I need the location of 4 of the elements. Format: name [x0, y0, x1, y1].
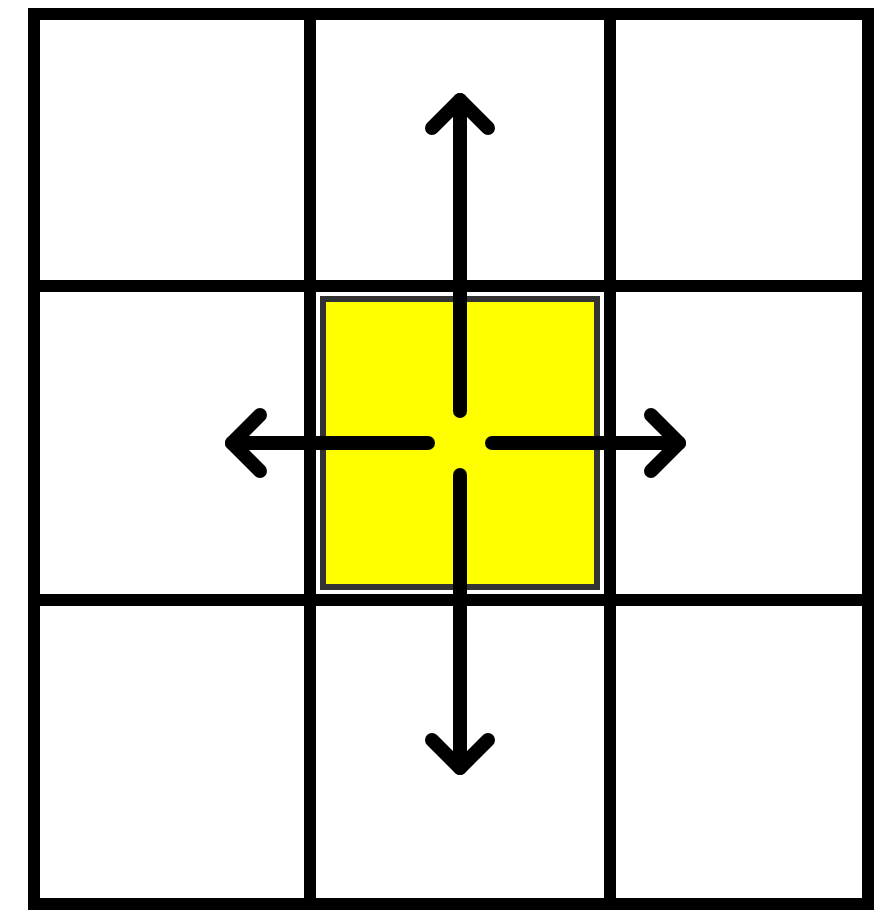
arrow [485, 408, 686, 478]
arrow [425, 468, 495, 775]
arrow [425, 93, 495, 418]
arrow [225, 408, 435, 478]
